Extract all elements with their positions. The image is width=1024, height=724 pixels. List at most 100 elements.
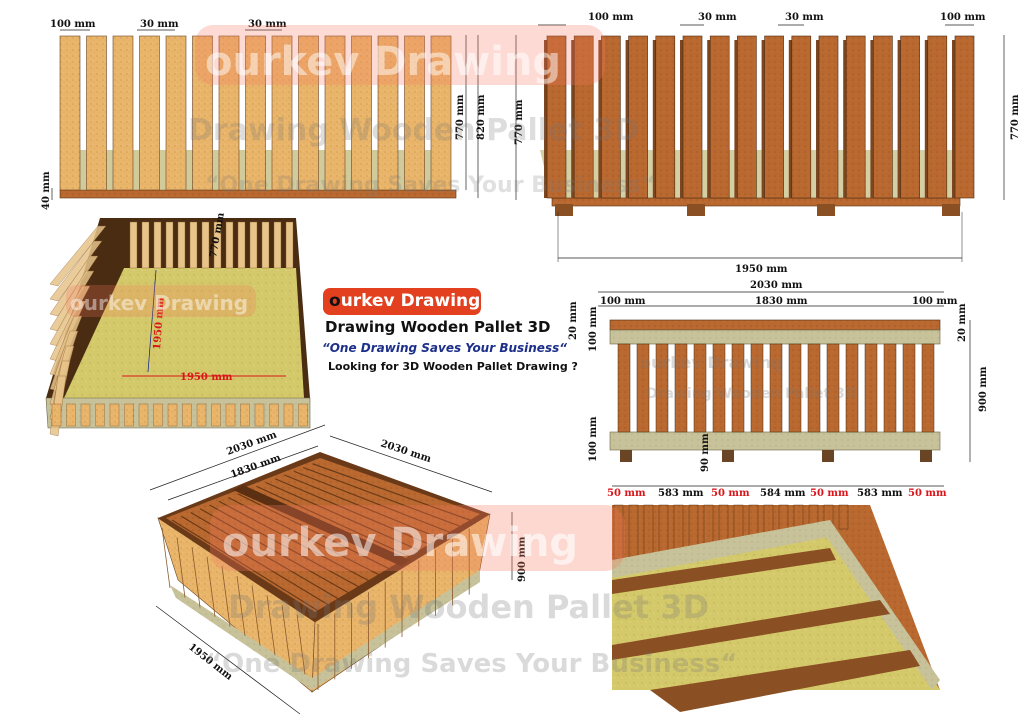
dim-side-inner-1830: 1830 mm	[755, 296, 808, 307]
3d-slat-side	[544, 40, 547, 198]
dim-leg-span-584: 584 mm	[760, 488, 806, 499]
dim-iso-length-2030: 2030 mm	[225, 429, 278, 457]
3d-slat-side	[870, 40, 874, 198]
dim-side-end-right: 100 mm	[912, 296, 958, 307]
iso-lid-board-line	[265, 481, 421, 552]
dim-iso-height-900: 900 mm	[517, 536, 528, 582]
iso-lid-board-line	[171, 519, 321, 613]
dim-leg-50-2: 50 mm	[711, 488, 750, 499]
iso-lid-board-line	[199, 508, 351, 595]
side-slat	[655, 343, 669, 433]
3d-slat	[764, 35, 784, 199]
back-wall-slat	[285, 221, 294, 269]
3d-slat	[601, 35, 621, 199]
side-elevation-dimensions: 2030 mm 100 mm 1830 mm 100 mm 20 mm 100 …	[568, 280, 989, 499]
iso-front-slat-line	[206, 556, 216, 617]
3d-slat-side	[571, 40, 575, 198]
3d-slat-side	[897, 40, 901, 198]
info-title: Drawing Wooden Pallet 3D	[325, 318, 551, 336]
dim-leg-span-583-right: 583 mm	[857, 488, 903, 499]
back-wall-slat	[225, 221, 234, 269]
3d-slat-side	[707, 40, 711, 198]
3d-slat	[546, 35, 567, 199]
dim-leg-50-4: 50 mm	[908, 488, 947, 499]
back-wall-slat	[237, 221, 246, 269]
side-slat	[807, 343, 821, 433]
front-wall-slat	[182, 403, 192, 427]
3d-slat-side	[680, 40, 683, 198]
back-wall-slat	[273, 221, 282, 269]
back-wall-slat	[213, 221, 222, 269]
side-slat	[883, 343, 897, 433]
side-slat	[693, 343, 707, 433]
3d-slat	[573, 35, 594, 199]
front-slat	[298, 35, 319, 191]
iso-front-slat-line	[296, 614, 306, 675]
front-wall-slat	[196, 403, 207, 427]
iso-front-slat-line	[176, 537, 186, 598]
back-wall-slat	[141, 221, 150, 269]
3d-slat	[900, 35, 920, 199]
dim-leg-50-3: 50 mm	[810, 488, 849, 499]
front-elevation-view	[59, 35, 457, 199]
iso-front-slat-line	[251, 585, 261, 646]
dim-3d-gap-2: 30 mm	[785, 12, 824, 23]
underside-slat	[628, 504, 639, 558]
underside-slat	[838, 504, 849, 530]
3d-slat-side	[788, 40, 792, 198]
underside-slat	[643, 504, 654, 556]
brand-logo-o: o	[329, 291, 341, 311]
iso-lid-board-line	[284, 474, 441, 540]
3d-slat-side	[598, 40, 602, 198]
dim-leg-50-1: 50 mm	[607, 488, 646, 499]
side-slat	[864, 343, 878, 433]
3d-slat-side	[625, 40, 629, 198]
front-wall-slat	[95, 403, 105, 427]
side-slat	[636, 343, 650, 433]
iso-lid-board-line	[256, 485, 411, 558]
3d-slat	[709, 35, 730, 199]
iso-front-slat-line	[191, 547, 201, 608]
front-3d-view	[540, 35, 975, 216]
front-wall-slat	[254, 403, 265, 427]
iso-lid-board-line	[209, 504, 361, 589]
interior-top-view: 1950 mm 1950 mm 770 mm	[45, 211, 311, 437]
front-slat	[351, 35, 372, 191]
side-wall-slat	[49, 240, 103, 302]
front-slat	[165, 35, 187, 191]
dim-leg-span-583-left: 583 mm	[658, 488, 704, 499]
front-slat	[324, 35, 346, 191]
side-slat	[902, 343, 916, 433]
underside-slat	[703, 504, 714, 548]
front-slat	[112, 35, 134, 191]
front-wall-slat	[109, 403, 120, 427]
dim-3d-height-left: 770 mm	[514, 99, 525, 145]
front-slat	[86, 35, 107, 191]
dim-side-rail-100-bottom: 100 mm	[588, 416, 599, 462]
dim-side-top-20-left: 20 mm	[568, 301, 579, 340]
back-wall-slat	[129, 221, 138, 269]
3d-slat	[737, 35, 757, 199]
back-wall-slat	[165, 221, 174, 269]
front-wall-slat	[240, 403, 250, 427]
dim-side-end-left: 100 mm	[600, 296, 646, 307]
watermark-brand-right: ourkev Drawing	[640, 353, 782, 372]
dim-base-40: 40 mm	[41, 171, 52, 210]
front-wall-slat	[124, 403, 134, 427]
front-wall-slat	[80, 403, 91, 427]
3d-slat	[682, 35, 703, 199]
side-slat	[769, 343, 783, 433]
side-elevation-view	[609, 319, 941, 462]
dim-side-height-900: 900 mm	[978, 366, 989, 412]
side-slat	[921, 343, 935, 433]
watermark-title-bottom: Drawing Wooden Pallet 3D	[228, 588, 709, 626]
3d-slat	[927, 35, 948, 199]
iso-lid-board-line	[303, 466, 461, 527]
front-slat	[192, 35, 213, 191]
iso-front-slat-line	[161, 527, 171, 589]
iso-lid-board-line	[227, 496, 381, 576]
3d-slat-side	[924, 40, 928, 198]
dim-total-height-820: 820 mm	[476, 94, 487, 140]
3d-slat-side	[952, 40, 955, 198]
3d-slat	[818, 35, 839, 199]
